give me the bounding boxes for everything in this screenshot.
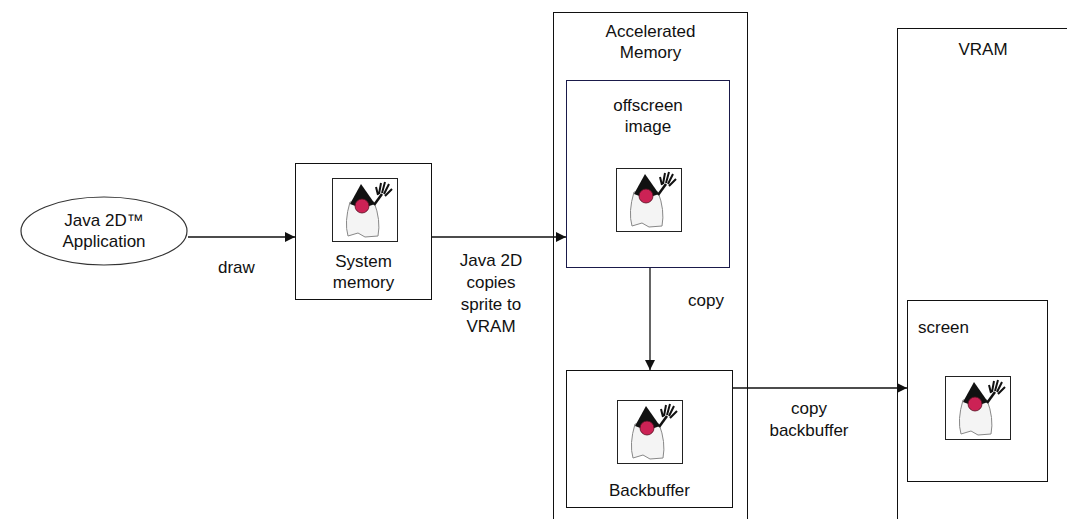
arrow-connector [432, 236, 566, 237]
screen-box: screen [907, 300, 1048, 482]
memory-region: offscreen imageBackbuffer Accelerated Mem… [553, 12, 748, 519]
application-ellipse: Java 2D™ Application [20, 196, 188, 266]
backbuffer-box: Backbuffer [566, 370, 733, 508]
edge-label: draw [216, 257, 257, 279]
duke-sprite [618, 401, 683, 464]
node-label: Java 2D™ Application [49, 210, 159, 253]
duke-sprite [617, 169, 682, 232]
ellipse-outline [21, 197, 187, 265]
node-label: offscreen image [603, 95, 693, 138]
edge-label: copy backbuffer [766, 398, 852, 442]
edge-label: copy [686, 290, 726, 312]
arrow-connector [649, 268, 650, 370]
offscreen-image-box: offscreen image [566, 80, 730, 268]
duke-sprite [333, 179, 398, 242]
node-label: Accelerated Memory [591, 21, 711, 64]
edge-label: Java 2D copies sprite to VRAM [448, 250, 534, 338]
node-label: System memory [323, 251, 405, 294]
arrow-connector [733, 387, 907, 388]
node-label: Backbuffer [609, 480, 690, 501]
node-label: VRAM [958, 39, 1007, 60]
node-label: screen [918, 317, 969, 338]
vram-region: screen VRAM [897, 28, 1067, 519]
memory-box: System memory [295, 163, 432, 300]
arrow-connector [188, 236, 295, 237]
ellipse-outline [20, 196, 188, 266]
duke-sprite [946, 377, 1011, 440]
